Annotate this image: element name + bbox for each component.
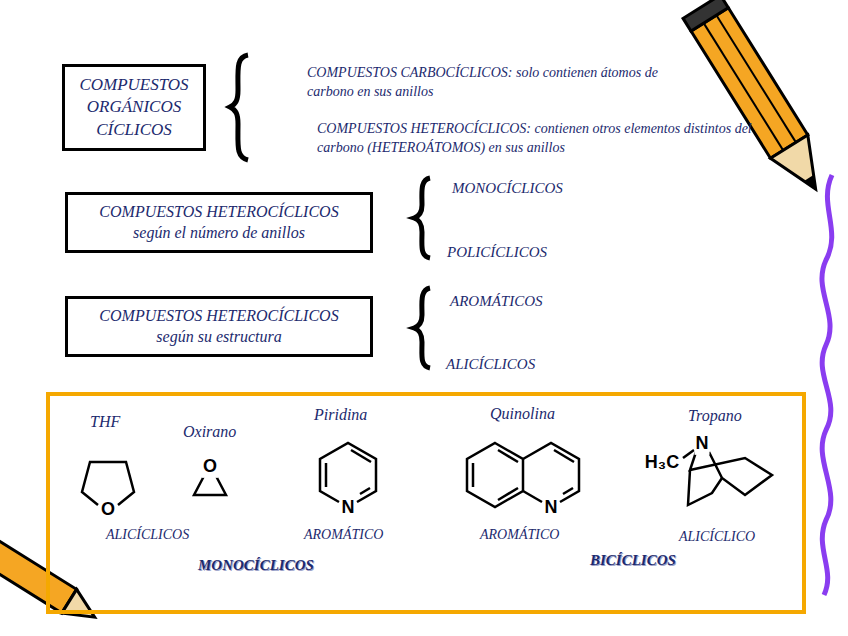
box-title: COMPUESTOS HETEROCÍCLICOS según el númer… <box>80 202 358 244</box>
atom-symbol: O <box>100 497 116 521</box>
examples-panel: MONOCÍCLICOS BICÍCLICOS <box>46 392 806 614</box>
atom-symbol: N <box>544 495 559 519</box>
group-label: MONOCÍCLICOS <box>198 556 314 576</box>
structure-type: ALICÍCLICOS <box>106 526 189 545</box>
bracket <box>230 55 248 160</box>
pencil-decoration <box>0 533 102 629</box>
structure-type: AROMÁTICO <box>304 526 383 545</box>
decorative-wave <box>822 175 832 595</box>
atom-symbol: O <box>202 454 218 478</box>
category-box: COMPUESTOS ORGÁNICOS CÍCLICOS <box>62 64 206 151</box>
molecule-name: Tropano <box>688 405 742 427</box>
structure-type: AROMÁTICO <box>480 526 559 545</box>
category-item: ALICÍCLICOS <box>446 354 535 374</box>
box-title: COMPUESTOS ORGÁNICOS CÍCLICOS <box>77 74 191 140</box>
tropane-structure <box>683 450 772 505</box>
atom-symbol: H₃C <box>644 450 680 474</box>
definition-note: COMPUESTOS HETEROCÍCLICOS: contienen otr… <box>317 120 757 158</box>
bracket <box>414 288 430 368</box>
quinoline-structure <box>467 443 579 507</box>
atom-symbol: N <box>695 431 710 455</box>
molecule-name: Piridina <box>314 404 367 426</box>
pyridine-structure <box>320 443 376 502</box>
structure-type: ALICÍCLICO <box>679 528 755 547</box>
group-label: BICÍCLICOS <box>590 551 676 571</box>
oxirane-structure <box>194 476 226 495</box>
definition-note: COMPUESTOS CARBOCÍCLICOS: solo contienen… <box>307 64 707 102</box>
category-box: COMPUESTOS HETEROCÍCLICOS según su estru… <box>65 296 373 357</box>
molecule-name: Quinolina <box>490 403 555 425</box>
atom-symbol: N <box>341 495 356 519</box>
bracket <box>414 178 430 258</box>
category-item: POLICÍCLICOS <box>447 242 547 262</box>
molecule-name: Oxirano <box>183 421 236 443</box>
pencil-decoration <box>683 0 834 201</box>
category-item: MONOCÍCLICOS <box>452 178 563 198</box>
molecule-name: THF <box>90 411 120 433</box>
box-title: COMPUESTOS HETEROCÍCLICOS según su estru… <box>80 306 358 348</box>
category-item: AROMÁTICOS <box>450 291 543 311</box>
category-box: COMPUESTOS HETEROCÍCLICOS según el númer… <box>65 192 373 253</box>
